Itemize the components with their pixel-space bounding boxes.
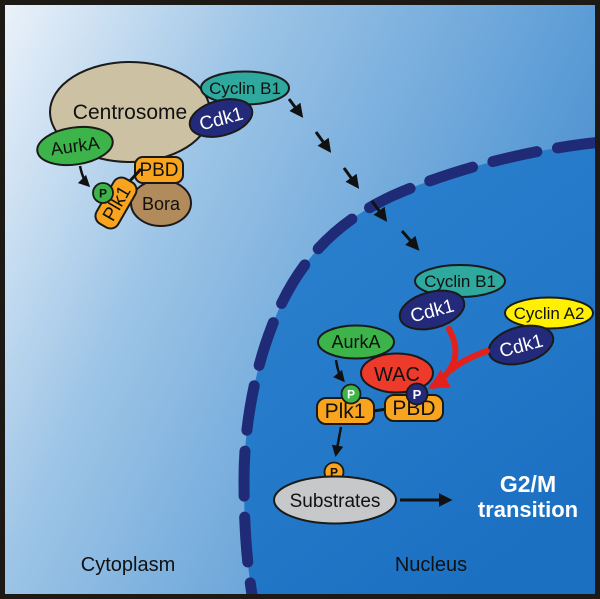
outcome-label-line1: G2/M [500,471,556,497]
phospho-icon-pbd [405,382,429,406]
nuclear-import-arrow-2 [314,131,332,153]
pbd-cytoplasm-shape [134,156,184,184]
centrosome-label: Centrosome [73,101,187,124]
phospho-label-substrates: P [330,466,338,480]
phospho-label-plk1-nucleus: P [347,388,355,402]
nuclear-import-arrows [287,98,420,251]
wac-label: WAC [374,364,420,386]
plk1-nucleus-label: Plk1 [325,400,366,423]
nuclear-envelope [238,136,600,599]
nuclear-import-arrow-1 [287,98,304,118]
cdk1-cytoplasm-group: Cdk1 [188,98,254,138]
bora-label: Bora [142,194,181,214]
substrates-shape [273,475,397,525]
cyclin-b1-cytoplasm-label: Cyclin B1 [209,79,281,98]
aurka-nucleus-shape [317,324,395,360]
phospho-label-pbd: P [413,387,422,402]
cdk1-b1-nucleus-shape [398,289,466,331]
substrates-label: Substrates [290,491,381,512]
cdk1-activation-arrow [428,326,490,389]
cyclin-b1-nucleus-label: Cyclin B1 [424,272,496,291]
phospho-icon-plk1-cytoplasm [92,182,114,204]
aurka-nucleus-label: AurkA [331,332,380,352]
pbd-nucleus-label: PBD [392,397,435,420]
cdk1-b1-branch [428,326,459,389]
aurka-cytoplasm-group: AurkA [36,125,114,167]
outcome-label-line2: transition [478,497,578,522]
phospho-icon-plk1-nucleus [340,383,362,405]
cdk1-a2-group: Cdk1 [487,324,555,366]
nuclear-import-arrow-3 [342,167,360,189]
cyclin-a2-shape [504,296,594,330]
nuclear-import-arrow-5 [400,230,420,251]
plk1-substrates-arrow [331,426,344,457]
cyclin-a2-label: Cyclin A2 [514,304,585,323]
cytoplasm-label: Cytoplasm [81,554,175,576]
nucleus-label: Nucleus [395,554,467,576]
cdk1-cytoplasm-shape [188,98,254,138]
cdk1-a2-shape [487,324,555,366]
aurka-plk1-arrow-cytoplasm [77,165,91,188]
aurka-plk1-arrow-nucleus [333,359,345,383]
nuclear-import-arrow-4 [370,200,388,222]
cdk1-b1-nucleus-group: Cdk1 [398,289,466,331]
phospho-label-plk1-cytoplasm: P [99,187,107,201]
pbd-cytoplasm-label: PBD [139,160,178,181]
aurka-cytoplasm-shape [36,125,114,167]
